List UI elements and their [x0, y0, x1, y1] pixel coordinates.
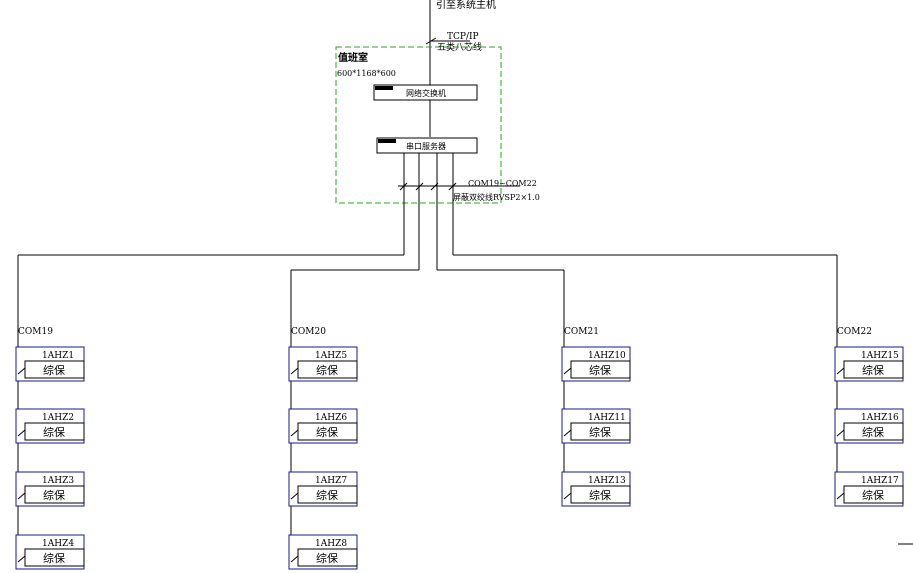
- unit-id: 1AHZ8: [315, 539, 347, 549]
- unit-id: 1AHZ4: [42, 539, 74, 549]
- unit-id: 1AHZ15: [861, 351, 899, 361]
- unit-tap: [836, 492, 845, 500]
- unit-id: 1AHZ7: [315, 476, 347, 486]
- unit-id: 1AHZ11: [588, 413, 626, 423]
- unit-type: 综保: [862, 363, 884, 377]
- protection-unit-inner: [24, 548, 85, 567]
- unit-type: 综保: [316, 363, 338, 377]
- server-label: 串口服务器: [406, 141, 446, 151]
- protection-unit-inner: [24, 360, 85, 379]
- unit-tap: [290, 555, 299, 563]
- unit-tap: [563, 429, 572, 437]
- host-label: 引至系统主机: [436, 0, 496, 11]
- unit-tap: [290, 367, 299, 375]
- server-indicator: [378, 139, 396, 143]
- unit-type: 综保: [589, 363, 611, 377]
- unit-type: 综保: [316, 425, 338, 439]
- unit-id: 1AHZ6: [315, 413, 347, 423]
- switch-label: 网络交换机: [406, 88, 446, 98]
- uplink-cable: 五类八芯线: [437, 41, 482, 53]
- unit-type: 综保: [43, 363, 65, 377]
- unit-id: 1AHZ13: [588, 476, 626, 486]
- serial-server: [376, 137, 478, 154]
- unit-type: 综保: [43, 425, 65, 439]
- unit-tap: [17, 367, 26, 375]
- unit-tap: [290, 429, 299, 437]
- unit-tap: [836, 429, 845, 437]
- unit-id: 1AHZ5: [315, 351, 347, 361]
- unit-id: 1AHZ16: [861, 413, 899, 423]
- switch-indicator: [375, 86, 393, 90]
- unit-type: 综保: [589, 425, 611, 439]
- protection-unit-inner: [297, 422, 358, 441]
- unit-type: 综保: [862, 488, 884, 502]
- protection-unit-inner: [843, 485, 904, 504]
- unit-tap: [563, 367, 572, 375]
- unit-type: 综保: [43, 488, 65, 502]
- port-label-com22: COM22: [837, 327, 872, 337]
- unit-type: 综保: [43, 551, 65, 565]
- protection-unit-inner: [297, 485, 358, 504]
- port-label-com21: COM21: [564, 327, 599, 337]
- bus-ports: COM19~COM22: [468, 179, 537, 188]
- unit-tap: [17, 492, 26, 500]
- protection-unit-inner: [843, 360, 904, 379]
- unit-id: 1AHZ1: [42, 351, 74, 361]
- protection-unit-inner: [24, 422, 85, 441]
- port-label-com19: COM19: [18, 327, 53, 337]
- com-bus-columns: COM19 1AHZ1 综保 1AHZ2 综保 1AHZ3 综保 1AHZ4 综保 COM20 1A…: [15, 153, 904, 570]
- protection-unit-inner: [570, 485, 631, 504]
- protection-unit-inner: [297, 360, 358, 379]
- protection-unit-inner: [843, 422, 904, 441]
- uplink-protocol: TCP/IP: [447, 32, 479, 42]
- unit-type: 综保: [862, 425, 884, 439]
- port-label-com20: COM20: [291, 327, 326, 337]
- unit-id: 1AHZ10: [588, 351, 626, 361]
- protection-unit-inner: [570, 360, 631, 379]
- unit-id: 1AHZ2: [42, 413, 74, 423]
- protection-unit-inner: [24, 485, 85, 504]
- unit-type: 综保: [316, 551, 338, 565]
- unit-tap: [563, 492, 572, 500]
- protection-unit-inner: [570, 422, 631, 441]
- unit-tap: [290, 492, 299, 500]
- unit-id: 1AHZ3: [42, 476, 74, 486]
- unit-tap: [836, 367, 845, 375]
- unit-type: 综保: [589, 488, 611, 502]
- unit-tap: [17, 555, 26, 563]
- bus-cable: 屏蔽双绞线RVSP2×1.0: [453, 192, 540, 202]
- room-dims: 600*1168*600: [337, 69, 396, 78]
- unit-type: 综保: [316, 488, 338, 502]
- duty-room-boundary: [335, 46, 502, 204]
- network-switch: [373, 84, 478, 101]
- unit-tap: [17, 429, 26, 437]
- unit-id: 1AHZ17: [861, 476, 899, 486]
- protection-unit-inner: [297, 548, 358, 567]
- room-name: 值班室: [338, 51, 368, 64]
